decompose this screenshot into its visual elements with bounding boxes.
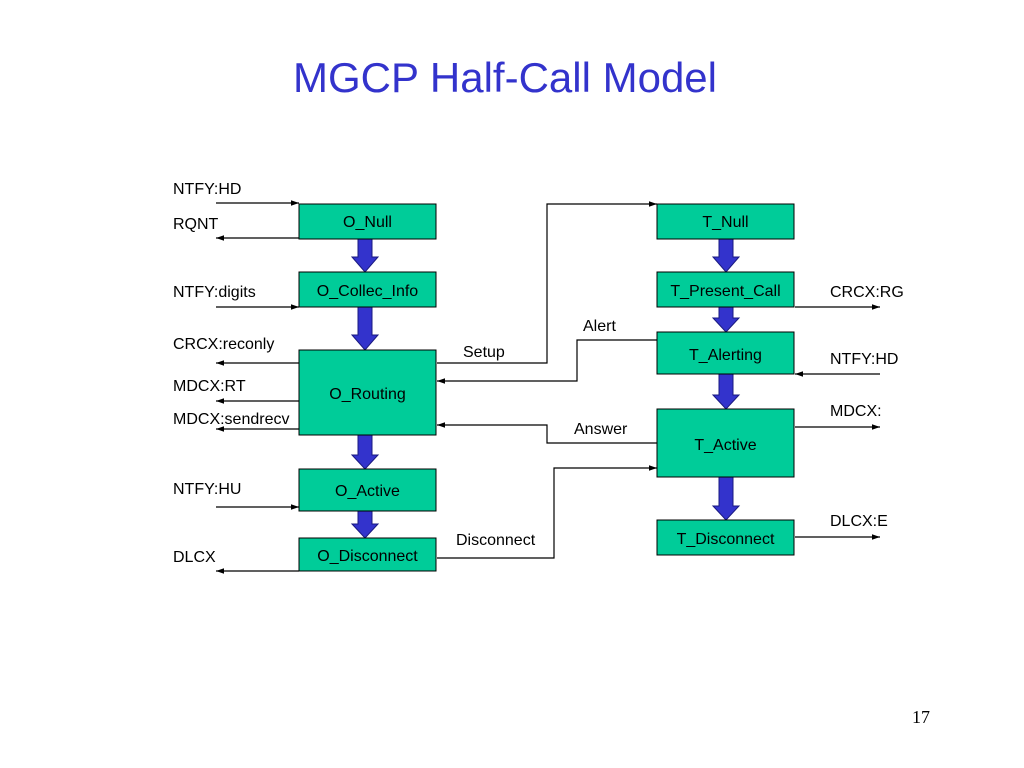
slide-number: 17 <box>912 707 930 727</box>
disconnect-signal-line <box>437 465 657 559</box>
transition-arrow-o-routing-to-o-active <box>350 434 380 470</box>
state-o-routing: O_Routing <box>298 349 437 436</box>
dlcx-label: DLCX <box>173 549 216 566</box>
state-o-collec-info-label: O_Collec_Info <box>317 283 418 300</box>
state-o-active-label: O_Active <box>335 483 400 500</box>
transition-arrow-t-present-call-to-t-alerting <box>711 306 741 333</box>
state-t-disconnect: T_Disconnect <box>656 519 795 556</box>
ntfy-digits-label: NTFY:digits <box>173 284 256 301</box>
state-o-null-label: O_Null <box>343 214 392 231</box>
answer-label: Answer <box>574 421 628 438</box>
ntfy-hd-terminating-label: NTFY:HD <box>830 351 898 368</box>
transition-arrow-o-active-to-o-disconnect <box>350 510 380 539</box>
state-t-alerting-label: T_Alerting <box>689 347 762 364</box>
transition-arrow-o-collec-info-to-o-routing <box>350 306 380 351</box>
state-o-disconnect-label: O_Disconnect <box>317 548 418 565</box>
answer-signal-line <box>437 422 657 444</box>
state-o-routing-label: O_Routing <box>329 386 406 403</box>
transition-arrow-t-active-to-t-disconnect <box>711 476 741 521</box>
alert-signal-line <box>437 339 657 384</box>
state-t-present-call: T_Present_Call <box>656 271 795 308</box>
alert-label: Alert <box>583 318 616 335</box>
state-o-collec-info: O_Collec_Info <box>298 271 437 308</box>
state-t-active-label: T_Active <box>694 437 756 454</box>
state-t-null-label: T_Null <box>702 214 748 231</box>
slide-title: MGCP Half-Call Model <box>293 54 717 101</box>
transition-arrow-o-null-to-o-collec-info <box>350 238 380 273</box>
state-o-disconnect: O_Disconnect <box>298 537 437 572</box>
state-o-null: O_Null <box>298 203 437 240</box>
transition-arrow-t-null-to-t-present-call <box>711 238 741 273</box>
transition-arrow-t-alerting-to-t-active <box>711 373 741 410</box>
mdcx-label: MDCX: <box>830 403 882 420</box>
dlcx-e-label: DLCX:E <box>830 513 888 530</box>
setup-label: Setup <box>463 344 505 361</box>
state-t-alerting: T_Alerting <box>656 331 795 375</box>
disconnect-label: Disconnect <box>456 532 536 549</box>
mdcx-rt-label: MDCX:RT <box>173 378 246 395</box>
state-t-present-call-label: T_Present_Call <box>670 283 780 300</box>
ntfy-hu-label: NTFY:HU <box>173 481 241 498</box>
state-t-active: T_Active <box>656 408 795 478</box>
state-t-null: T_Null <box>656 203 795 240</box>
setup-signal-line <box>437 201 657 364</box>
crcx-reconly-label: CRCX:reconly <box>173 336 274 353</box>
state-o-active: O_Active <box>298 468 437 512</box>
mdcx-sendrecv-label: MDCX:sendrecv <box>173 411 289 428</box>
rqnt-label: RQNT <box>173 216 219 233</box>
crcx-rg-label: CRCX:RG <box>830 284 904 301</box>
state-t-disconnect-label: T_Disconnect <box>677 531 775 548</box>
ntfy-hd-origin-label: NTFY:HD <box>173 181 241 198</box>
